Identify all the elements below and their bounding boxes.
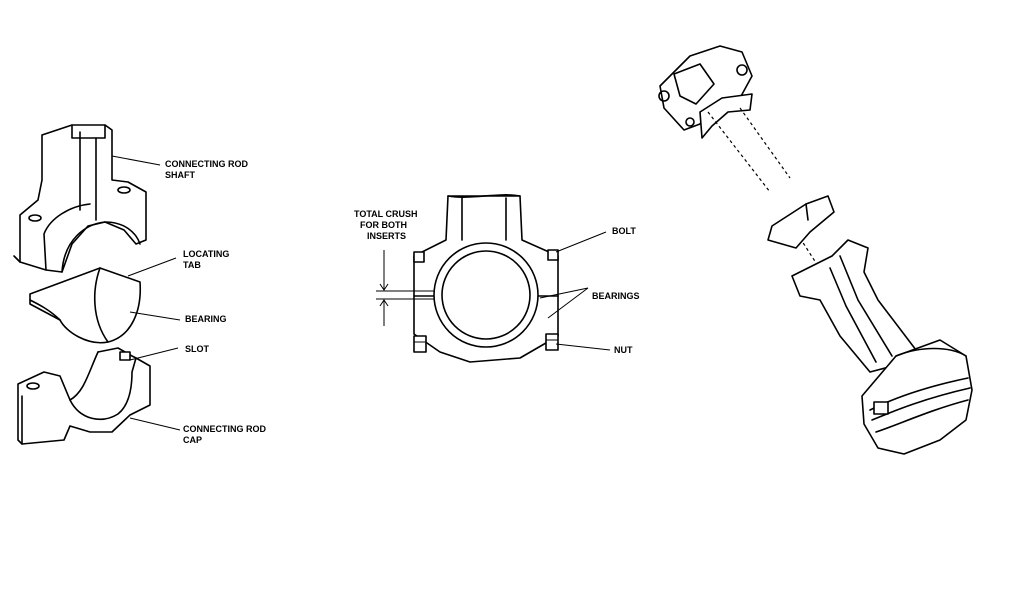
connecting-rod-cap-drawing bbox=[17, 347, 151, 445]
label-connecting-rod-cap-line1: CONNECTING ROD bbox=[183, 424, 267, 434]
label-bolt: BOLT bbox=[612, 226, 636, 236]
bearing-shell-drawing bbox=[29, 267, 142, 344]
left-panel-exploded-view: CONNECTING ROD SHAFT LOCATING TAB BEARIN… bbox=[13, 124, 267, 445]
label-nut: NUT bbox=[614, 345, 633, 355]
rod-cap-with-bolts-drawing bbox=[658, 45, 753, 139]
label-connecting-rod-shaft-line2: SHAFT bbox=[165, 170, 195, 180]
label-locating-tab-line2: TAB bbox=[183, 260, 201, 270]
label-locating-tab-line1: LOCATING bbox=[183, 249, 229, 259]
label-bearing: BEARING bbox=[185, 314, 227, 324]
label-slot: SLOT bbox=[185, 344, 210, 354]
label-total-crush-line1: TOTAL CRUSH bbox=[354, 209, 418, 219]
label-total-crush-line3: INSERTS bbox=[367, 231, 406, 241]
label-connecting-rod-cap-line2: CAP bbox=[183, 435, 202, 445]
label-connecting-rod-shaft-line1: CONNECTING ROD bbox=[165, 159, 249, 169]
right-panel-rod-piston-view bbox=[658, 45, 973, 455]
label-total-crush-line2: FOR BOTH bbox=[360, 220, 407, 230]
label-bearings: BEARINGS bbox=[592, 291, 640, 301]
connecting-rod-shaft-drawing bbox=[13, 124, 147, 273]
center-panel-assembled-view: TOTAL CRUSH FOR BOTH INSERTS BOLT BEARIN… bbox=[354, 194, 640, 363]
